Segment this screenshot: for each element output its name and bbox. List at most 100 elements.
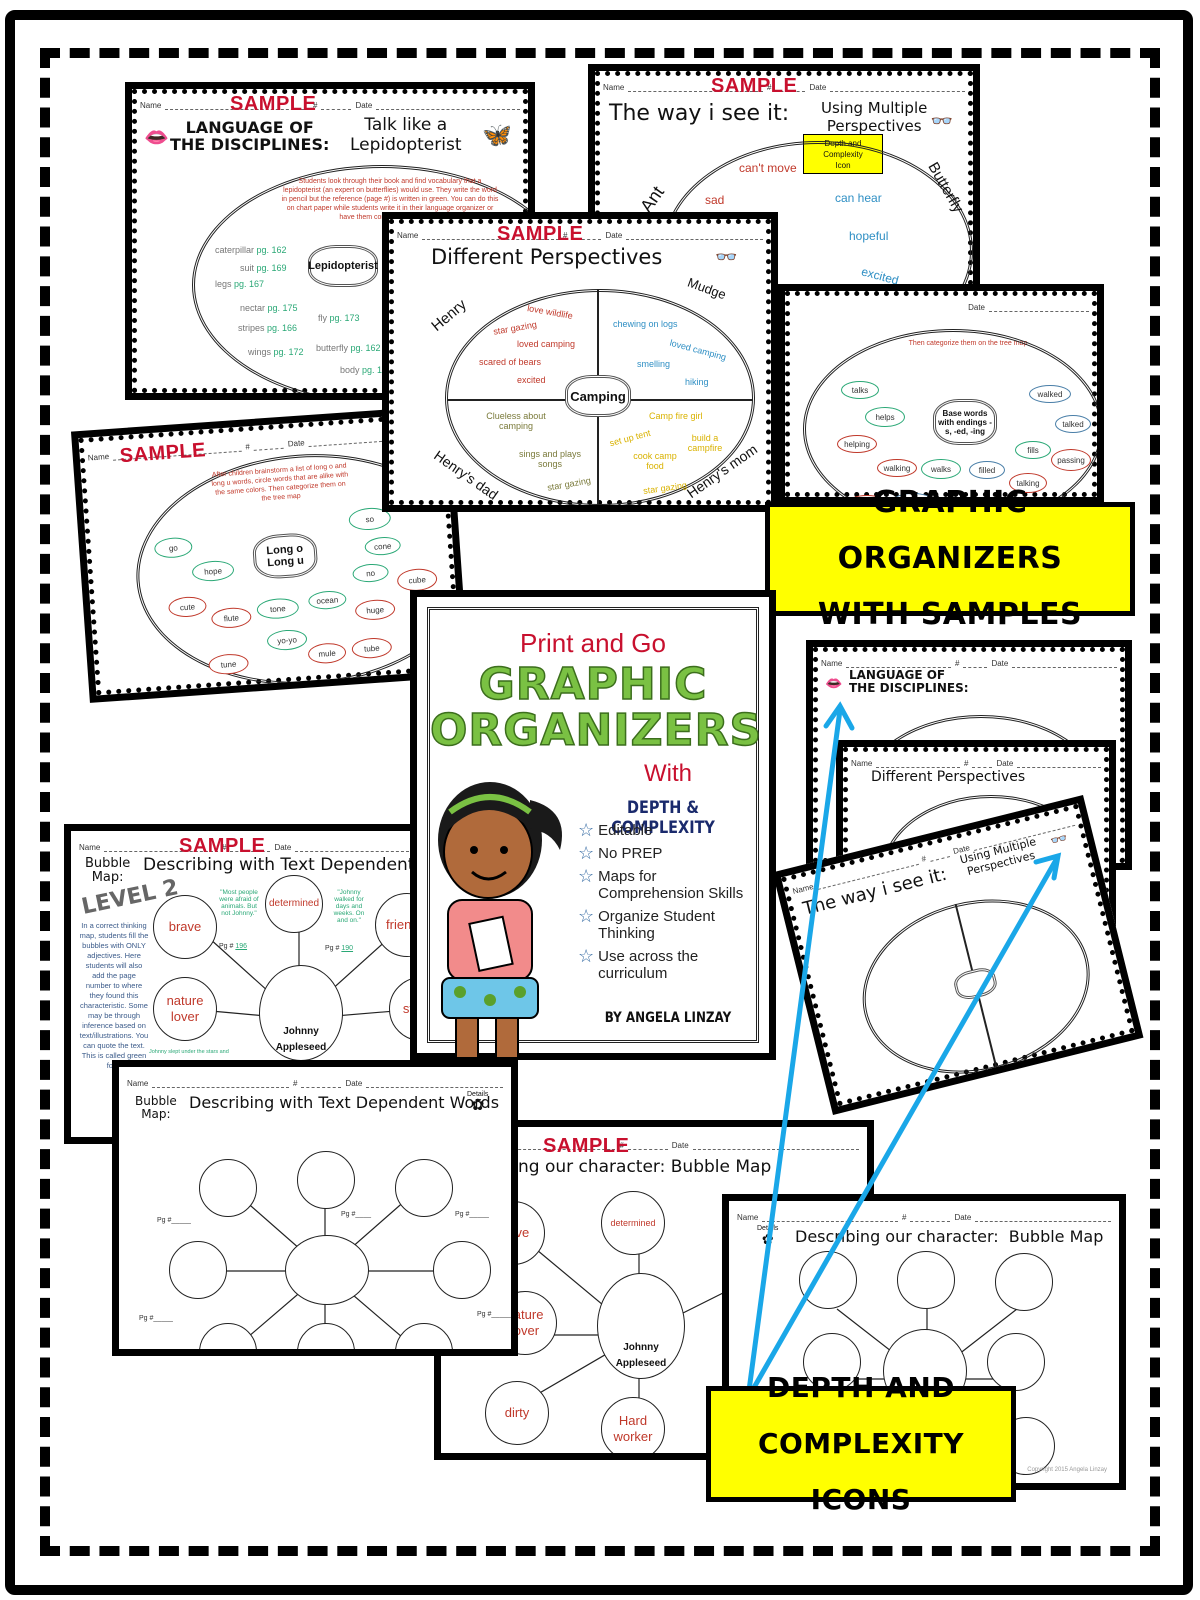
- sheet-lepidopterist-words-1-pg: pg. 169: [256, 263, 287, 273]
- name-line: Name#Date: [603, 83, 966, 92]
- sheet-way-i-see-it-subtitle-line1: Using Multiple: [821, 99, 928, 117]
- sheet-bubble-level2-quote1: "Most people were afraid of animals. But…: [219, 889, 259, 917]
- instructions: In a correct thinking map, students fill…: [79, 921, 149, 1070]
- lips-icon: 👄: [144, 127, 169, 149]
- sheet-way-i-see-it-left-words-1: sad: [705, 193, 725, 207]
- sheet-lepidopterist-words-0-word: caterpillar: [215, 245, 255, 255]
- sheet-base-words-sample: Date Then categorize them on the tree ma…: [778, 284, 1104, 504]
- cover-bullets-3: Organize Student Thinking: [598, 908, 715, 942]
- callouts-icons-0: DEPTH AND: [766, 1371, 956, 1404]
- sheet-lepidopterist-words-4-word: stripes: [238, 323, 265, 333]
- common-name: Name: [397, 231, 419, 240]
- sheet-bubble-blank-label-line1: Bubble: [135, 1094, 177, 1108]
- center-bubble: Johnny Appleseed: [597, 1273, 685, 1379]
- sample-label: SAMPLE: [119, 439, 207, 468]
- sheet-way-i-see-it-left-words-0: can't move: [739, 161, 797, 175]
- sheet-lepidopterist-words-8-word: body: [340, 365, 360, 375]
- common-name: Name: [127, 1079, 149, 1088]
- common-name: Name: [821, 659, 843, 668]
- organizer-oval: [803, 329, 1097, 497]
- sheet-bubble-level2-quote2: "Johnny walked for days and weeks. On an…: [333, 889, 365, 924]
- common-name: Name: [79, 843, 101, 852]
- sheet-different-perspectives-quadrants-0-label: Henry: [428, 296, 470, 335]
- sheet-base-words-words-6: fills: [1015, 441, 1051, 459]
- cover-bullets-4: Use across the curriculum: [598, 948, 699, 982]
- sheet-way-i-see-it-right-words-0: can hear: [835, 191, 882, 205]
- bullet-item: ☆Maps for Comprehension Skills: [578, 866, 752, 902]
- common-name: Name: [791, 882, 815, 896]
- sheet-lepidopterist-subtitle-line2: Lepidopterist: [350, 135, 462, 155]
- common-date: Date: [991, 659, 1009, 668]
- girl-illustration: [438, 782, 562, 1059]
- sample-label: SAMPLE: [711, 75, 798, 97]
- common-pg: Pg #: [341, 1211, 356, 1218]
- sheet-lepidopterist-subtitle-line1: Talk like a: [364, 115, 448, 135]
- common-name: Name: [603, 83, 625, 92]
- empty-bubble: [395, 1159, 453, 1217]
- center-bubble: Johnny Appleseed: [259, 965, 343, 1061]
- sheet-bubble-blank-label-line2: Map:: [141, 1107, 171, 1121]
- sheet-base-words-words-2: helping: [837, 435, 877, 453]
- sheet-different-perspectives-quadrants-0-words-4: excited: [517, 375, 546, 385]
- common-copyright: Copyright 2015 Angela Linzay: [1027, 1467, 1107, 1473]
- sheet-different-perspectives-quadrants-2-words-0: Clueless about camping: [486, 411, 546, 431]
- common-date: Date: [274, 843, 292, 852]
- sheet-lepidopterist-words-2-word: legs: [215, 279, 232, 289]
- sheet-bubble-blank-icon-label: Details: [467, 1091, 489, 1098]
- common-pg: Pg #: [477, 1311, 492, 1318]
- cover-line2: GRAPHIC: [478, 659, 708, 710]
- sheet-different-perspectives-quadrants-0-words-3: scared of bears: [479, 357, 542, 367]
- empty-bubble: [897, 1251, 955, 1309]
- empty-bubble: [433, 1241, 491, 1299]
- organizer-oval: [192, 165, 528, 393]
- sheet-character-sample-bubbles-3: dirty: [485, 1381, 549, 1445]
- sheet-lepidopterist-title-line2: THE DISCIPLINES:: [170, 135, 330, 154]
- callout-depth-complexity-icons: DEPTH AND COMPLEXITY ICONS: [706, 1371, 1016, 1516]
- sheet-different-perspectives-quadrants-3-words-3: cook camp food: [633, 451, 677, 471]
- outer-frame: [5, 10, 1193, 1595]
- common-pg: Pg #: [455, 1211, 470, 1218]
- cover-title-print-and-go: Print and Go: [520, 628, 666, 658]
- cover-line3: ORGANIZERS: [429, 705, 763, 756]
- sheet-different-perspectives-quadrants-1-words-3: hiking: [685, 377, 709, 387]
- sheet-bubble-level2-bubbles-0: brave: [153, 895, 217, 959]
- cover-with: With: [644, 760, 692, 787]
- common-number: #: [245, 442, 251, 452]
- sheet-lepidopterist-words-6-word: fly: [318, 313, 327, 323]
- cover-author: BY ANGELA LINZAY: [604, 1010, 732, 1026]
- common-pg: Pg #: [219, 943, 234, 950]
- sheet-character-sample-bubbles-1: determined: [601, 1191, 665, 1255]
- star-icon: ☆: [578, 866, 595, 886]
- center-cloud: Camping: [565, 375, 631, 417]
- sheet-base-words-words-3: walking: [877, 459, 917, 477]
- sheet-bubble-level2-label-line1: Bubble: [85, 856, 131, 871]
- empty-bubble: [169, 1241, 227, 1299]
- common-number: #: [964, 759, 969, 768]
- common-date: Date: [671, 1141, 689, 1150]
- common-date: Date: [355, 101, 373, 110]
- sheet-lepidopterist-words-3-pg: pg. 175: [267, 303, 298, 313]
- sheet-mini-lotd-title-line1: LANGUAGE OF: [849, 668, 946, 682]
- glasses-icon: 👓: [1048, 829, 1070, 850]
- callouts-samples-0: GRAPHIC ORGANIZERS: [837, 485, 1063, 576]
- callouts-icons-1: COMPLEXITY ICONS: [757, 1427, 965, 1516]
- sheet-lepidopterist-title-line1: LANGUAGE OF: [185, 118, 314, 137]
- sheet-lepidopterist-words-8-pg: pg. 165: [362, 365, 393, 375]
- sheet-bubble-level2-bubbles-1: determined: [265, 875, 323, 933]
- sheet-different-perspectives-quadrants-3-words-0: Camp fire girl: [649, 411, 703, 421]
- sheet-bubble-level2-pg1: 196: [235, 943, 248, 950]
- sheet-base-words-words-10: talking: [1009, 473, 1047, 493]
- cover-bullet-list: ☆Editable ☆No PREP ☆Maps for Comprehensi…: [578, 821, 752, 988]
- lips-icon: 👄: [825, 675, 843, 691]
- sheet-lepidopterist-words-7-word: butterfly: [316, 343, 349, 353]
- empty-bubble: [799, 1251, 857, 1309]
- common-name: Name: [851, 759, 873, 768]
- common-date: Date: [605, 231, 623, 240]
- common-number: #: [920, 853, 928, 864]
- empty-bubble: [199, 1159, 257, 1217]
